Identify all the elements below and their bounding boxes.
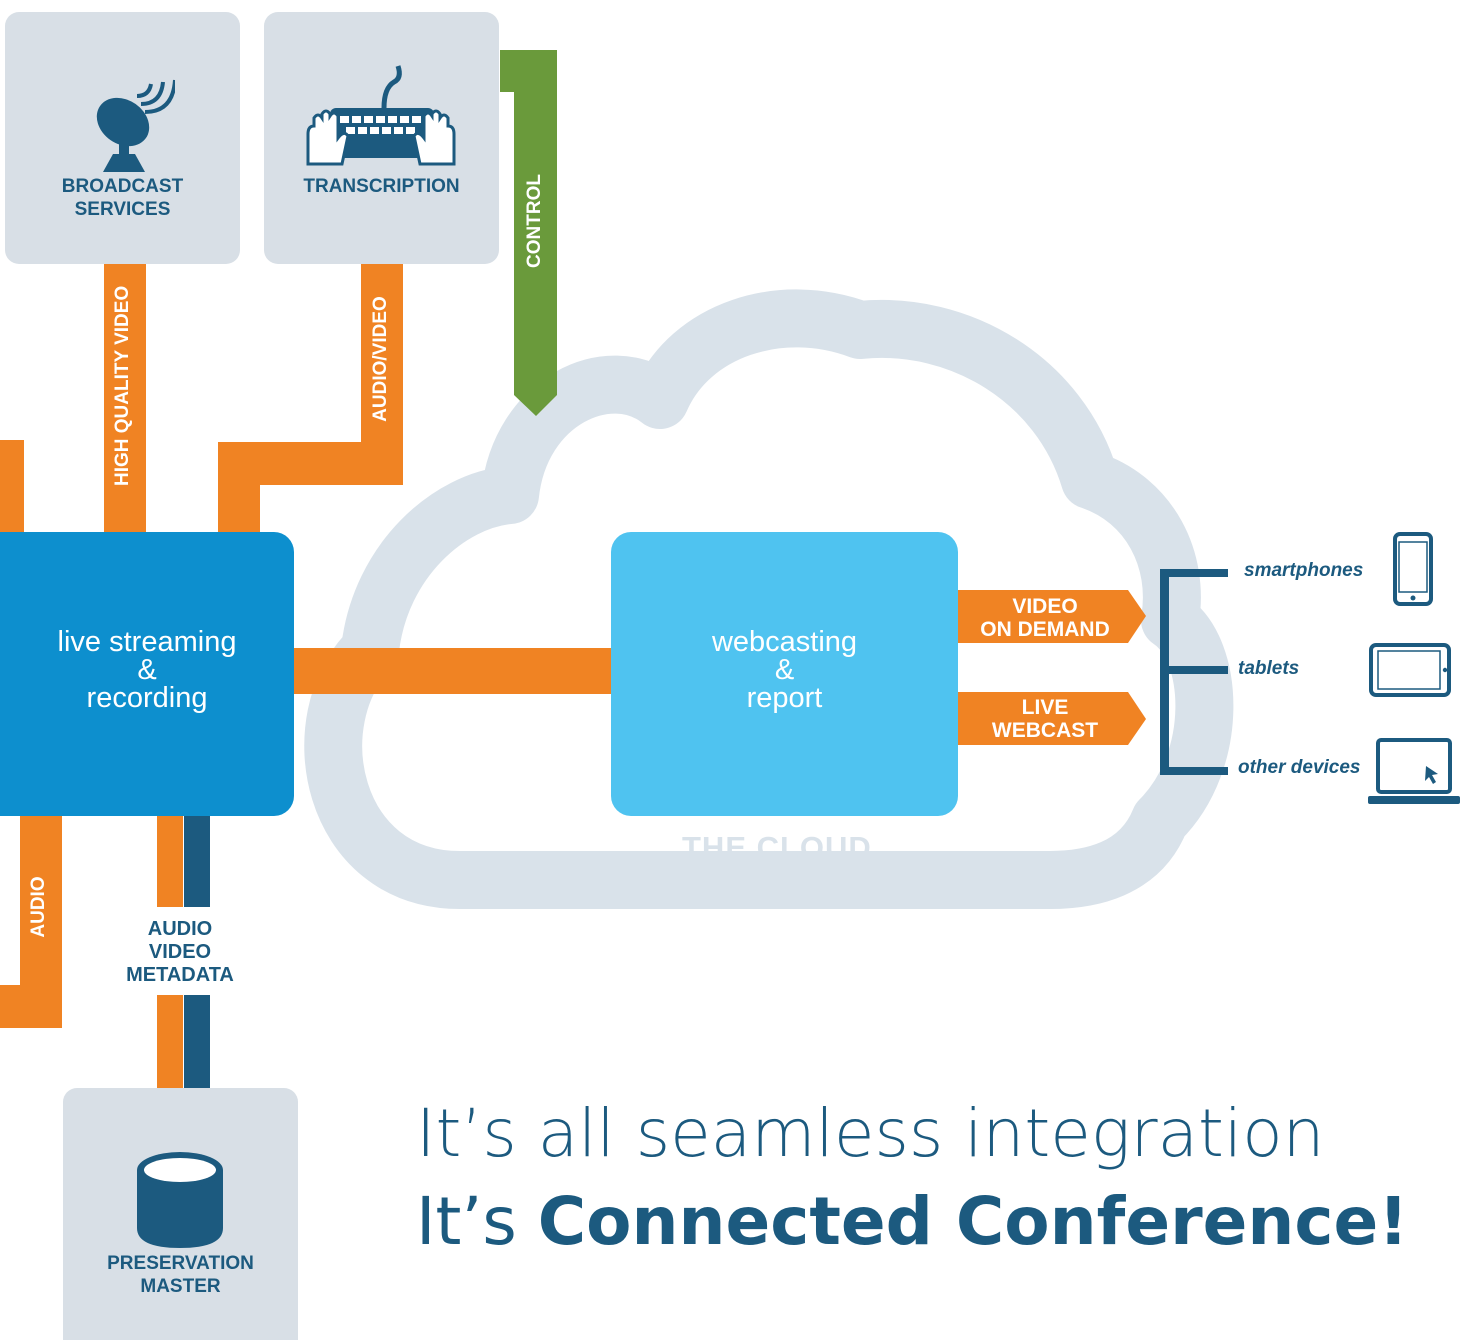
- audio-label: AUDIO: [28, 876, 49, 938]
- broadcast-label-line1: BROADCAST: [61, 176, 184, 197]
- broadcast-services-label: BROADCAST SERVICES: [5, 175, 240, 221]
- live-streaming-recording-node: live streaming & recording: [0, 532, 294, 816]
- high-quality-video-label: HIGH QUALITY VIDEO: [112, 285, 133, 486]
- preservation-master-label: PRESERVATION MASTER: [63, 1252, 298, 1298]
- broadcast-services-box: BROADCAST SERVICES: [5, 12, 240, 264]
- webcasting-line1: webcasting: [711, 626, 858, 658]
- streaming-line2: &: [137, 654, 157, 686]
- control-arrow: [500, 50, 557, 416]
- satellite-dish-icon: [96, 79, 175, 172]
- keyboard-icon: [306, 65, 456, 166]
- preservation-label-line1: PRESERVATION: [107, 1253, 254, 1274]
- preservation-label-line2: MASTER: [140, 1276, 221, 1297]
- control-label: CONTROL: [524, 174, 545, 268]
- preservation-master-box: PRESERVATION MASTER: [63, 1088, 298, 1340]
- live-webcast-arrow: [958, 692, 1146, 745]
- transcription-label: TRANSCRIPTION: [303, 176, 460, 197]
- webcasting-report-node: webcasting & report: [611, 532, 958, 816]
- device-bracket: [1160, 569, 1228, 775]
- cloud-shape: [304, 289, 1234, 909]
- left-edge-flow-top: [0, 440, 24, 535]
- tagline-line1: It’s all seamless integration: [416, 1095, 1325, 1172]
- vod-line1: VIDEO: [1012, 595, 1078, 618]
- tagline-line2: It’s Connected Conference!: [416, 1183, 1408, 1260]
- smartphones-label: smartphones: [1244, 560, 1364, 581]
- tablet-icon: [1369, 643, 1451, 697]
- metadata-line2: VIDEO: [148, 941, 212, 963]
- video-on-demand-arrow: [958, 590, 1146, 643]
- audio-video-arrow: [218, 238, 403, 535]
- database-icon: [137, 1152, 223, 1248]
- metadata-line1: AUDIO: [147, 918, 213, 940]
- webcasting-line3: report: [746, 682, 823, 714]
- laptop-icon: [1368, 738, 1460, 804]
- audio-arrow: [0, 782, 62, 1028]
- high-quality-video-arrow: [104, 238, 146, 535]
- tagline-brand: Connected Conference!: [537, 1183, 1409, 1260]
- other-devices-label: other devices: [1238, 757, 1361, 778]
- webcasting-line2: &: [774, 654, 795, 686]
- streaming-to-webcasting-arrow: [292, 648, 638, 694]
- streaming-line1: live streaming: [57, 626, 237, 658]
- cloud-label: THE CLOUD: [682, 830, 872, 865]
- tagline-prefix: It’s: [416, 1183, 538, 1260]
- live-line1: LIVE: [1021, 696, 1069, 719]
- smartphone-icon: [1393, 532, 1433, 606]
- streaming-line3: recording: [86, 682, 208, 714]
- audio-video-label: AUDIO/VIDEO: [370, 296, 391, 422]
- video-on-demand-label: VIDEO ON DEMAND: [960, 595, 1130, 641]
- metadata-line3: METADATA: [126, 964, 234, 986]
- tablets-label: tablets: [1238, 658, 1300, 679]
- transcription-box: TRANSCRIPTION: [264, 12, 499, 264]
- vod-line2: ON DEMAND: [980, 618, 1110, 641]
- live-line2: WEBCAST: [991, 719, 1099, 742]
- metadata-label: AUDIO VIDEO METADATA: [100, 918, 260, 987]
- live-webcast-label: LIVE WEBCAST: [960, 696, 1130, 742]
- broadcast-label-line2: SERVICES: [74, 199, 171, 220]
